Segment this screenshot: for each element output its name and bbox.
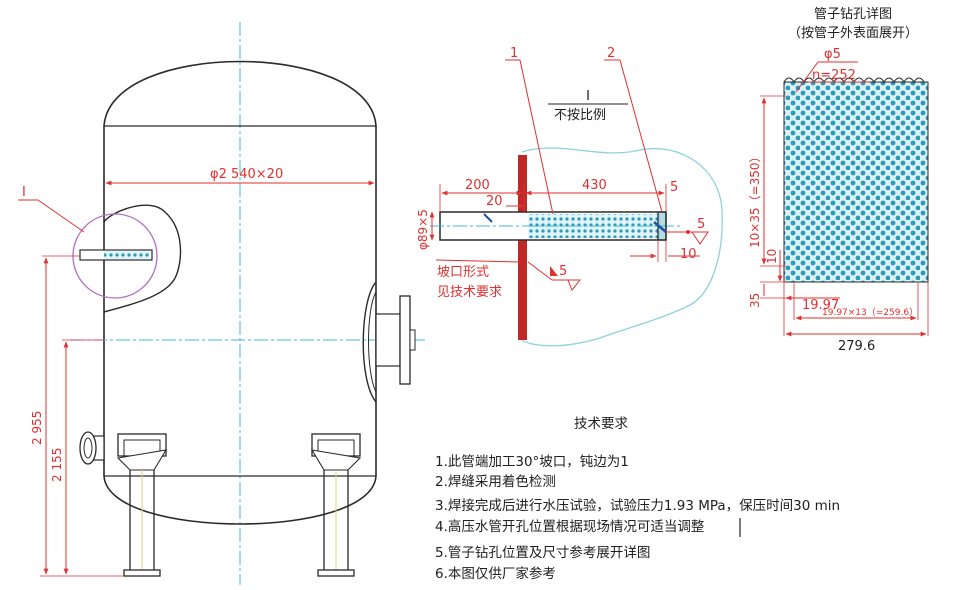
dim-35: 35 [748, 293, 762, 308]
dim-10: 10 [680, 247, 697, 262]
weld-5-right: 5 [697, 217, 705, 232]
hole-leader [795, 61, 819, 93]
drill-pattern [783, 81, 929, 283]
hole-dia: φ5 [824, 47, 841, 62]
detail-title: I [586, 89, 590, 104]
detail-view: 1 2 I 不按比例 200 430 5 20 φ89×5 5 10 [416, 46, 723, 347]
detail-leader-diag [37, 199, 85, 233]
right-nozzle-neck [375, 313, 401, 367]
drill-title-line2: （按管子外表面展开） [788, 26, 918, 41]
detail-marker: I [22, 185, 26, 200]
technical-requirements: 技术要求 1.此管端加工30°坡口，钝边为1 2.焊缝采用着色检测 3.焊接完成… [435, 416, 840, 582]
requirements-heading: 技术要求 [574, 416, 628, 432]
lower-nozzle-bore [83, 437, 93, 459]
weld-lower-triangle [550, 266, 558, 276]
requirement-2: 2.焊缝采用着色检测 [435, 473, 556, 490]
dim-pipe: φ89×5 [416, 209, 430, 250]
dim-200: 200 [465, 178, 490, 193]
leader-1 [519, 59, 554, 215]
requirement-3: 3.焊接完成后进行水压试验，试验压力1.93 MPa，保压时间30 min [435, 497, 840, 514]
right-flange-face [409, 329, 416, 351]
right-nozzle-pad [362, 281, 377, 403]
weld-mark-right [653, 221, 667, 233]
requirement-4: 4.高压水管开孔位置根据现场情况可适当调整 [435, 518, 704, 535]
vessel-shell [103, 60, 377, 525]
dim-width: 279.6 [838, 339, 875, 354]
weld-5-lower: 5 [559, 264, 567, 279]
marker-1: 1 [510, 46, 518, 61]
dim-20: 20 [486, 194, 503, 209]
marker-2: 2 [607, 46, 615, 61]
vessel-wall-section [518, 155, 527, 340]
right-nozzle-pad-inner [368, 291, 377, 393]
leader-2 [619, 59, 663, 213]
dim-430: 430 [582, 178, 607, 193]
requirement-1: 1.此管端加工30°坡口，钝边为1 [435, 454, 629, 470]
right-flange [399, 295, 411, 385]
dim-10-drill: 10 [765, 249, 779, 264]
height-lower-label: 2 155 [50, 448, 64, 482]
requirement-6: 6.本图仅供厂家参考 [435, 565, 556, 582]
weld-right-dot [686, 230, 690, 234]
dim-pitch: 19.97×13（=259.6） [822, 307, 918, 318]
leg-left [116, 433, 168, 577]
dim-height: 10×35（=350） [748, 150, 762, 248]
drill-detail: 管子钻孔详图 （按管子外表面展开） φ5 n=252 10×35（=350） 1… [748, 7, 929, 354]
dim-1997: 19.97 [802, 298, 839, 313]
diameter-label: φ2 540×20 [210, 167, 283, 182]
detail-subtitle: 不按比例 [554, 108, 606, 123]
detail-break-cloud [521, 147, 723, 347]
hole-count: n=252 [812, 68, 856, 83]
note-leader [435, 259, 521, 263]
note-line2: 见技术要求 [437, 285, 502, 300]
weld-mark-left [483, 213, 493, 223]
dim-5-top: 5 [670, 180, 678, 195]
weld-lower-leader [527, 261, 553, 281]
inlet-pipe-holes [104, 251, 150, 259]
leg-right [310, 433, 362, 577]
weld-right-flag [691, 231, 709, 245]
weld-lower-flag [567, 279, 582, 291]
inlet-nozzle-outline [103, 204, 182, 313]
lower-nozzle-flange [79, 431, 97, 465]
drill-title-line1: 管子钻孔详图 [814, 7, 892, 22]
note-line1: 坡口形式 [437, 265, 489, 280]
requirement-5: 5.管子钻孔位置及尺寸参考展开详图 [435, 544, 650, 561]
height-total-label: 2 955 [30, 411, 44, 445]
vessel: φ2 540×20 I [18, 22, 425, 585]
